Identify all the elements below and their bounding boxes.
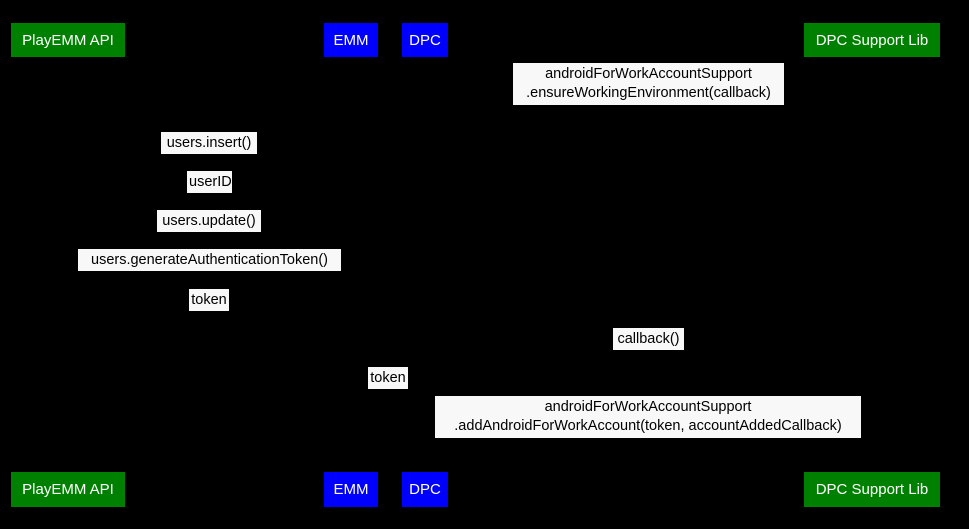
- participant-label: DPC: [409, 31, 441, 49]
- participant-label: DPC Support Lib: [815, 31, 929, 49]
- message-label-user-id: userID: [187, 171, 232, 193]
- message-label-token-to-emm: token: [189, 289, 229, 311]
- participant-playemm-api[interactable]: PlayEMM API: [11, 23, 125, 57]
- message-line: users.insert(): [166, 134, 252, 151]
- participant-label: PlayEMM API: [22, 31, 114, 49]
- message-label-add-android-for-work-account: androidForWorkAccountSupport .addAndroidF…: [435, 396, 861, 438]
- participant-dpc-support-lib[interactable]: DPC Support Lib: [804, 23, 940, 57]
- message-line: token: [191, 291, 227, 308]
- message-line: userID: [189, 173, 232, 190]
- message-label-token-to-dpc: token: [368, 367, 408, 389]
- lifeline-dpc-support-lib: [872, 57, 873, 472]
- message-line: .addAndroidForWorkAccount(token, account…: [454, 418, 842, 434]
- participant-emm-footer[interactable]: EMM: [324, 472, 378, 507]
- participant-label: PlayEMM API: [22, 481, 114, 498]
- participant-label: EMM: [333, 481, 369, 498]
- participant-dpc[interactable]: DPC: [402, 23, 448, 57]
- message-line: users.update(): [162, 212, 256, 229]
- message-line: token: [370, 369, 406, 386]
- lifeline-dpc: [425, 57, 426, 472]
- message-line: callback(): [617, 330, 680, 347]
- participant-label: EMM: [333, 31, 369, 49]
- message-line: androidForWorkAccountSupport: [545, 66, 752, 82]
- message-label-users-insert: users.insert(): [161, 132, 257, 154]
- participant-label: DPC: [409, 481, 441, 498]
- message-label-users-update: users.update(): [157, 210, 261, 232]
- message-label-ensure-working-environment: androidForWorkAccountSupport .ensureWorki…: [513, 63, 784, 105]
- lifeline-playemm-api: [68, 57, 69, 472]
- participant-emm[interactable]: EMM: [324, 23, 378, 57]
- participant-label: DPC Support Lib: [815, 481, 929, 498]
- message-line: users.generateAuthenticationToken(): [91, 251, 328, 268]
- participant-dpc-support-lib-footer[interactable]: DPC Support Lib: [804, 472, 940, 507]
- participant-playemm-api-footer[interactable]: PlayEMM API: [11, 472, 125, 507]
- participant-dpc-footer[interactable]: DPC: [402, 472, 448, 507]
- lifeline-emm: [351, 57, 352, 472]
- message-label-callback: callback(): [613, 328, 684, 350]
- message-line: .ensureWorkingEnvironment(callback): [526, 85, 771, 101]
- message-label-users-generate-authentication-token: users.generateAuthenticationToken(): [78, 249, 341, 271]
- message-line: androidForWorkAccountSupport: [544, 399, 752, 415]
